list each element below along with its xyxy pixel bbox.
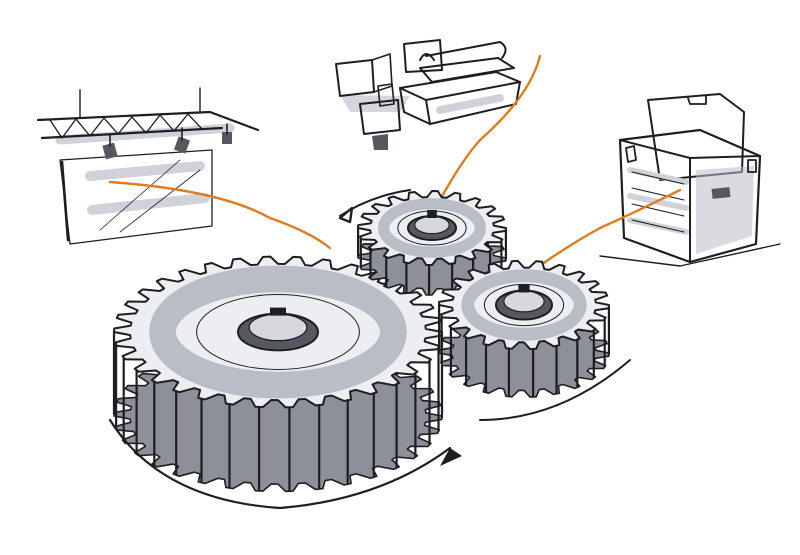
stage-light — [173, 127, 191, 154]
right-small-gear — [438, 259, 610, 398]
material-blocks — [335, 39, 521, 150]
truss-stage-lights — [36, 87, 260, 245]
stage-light — [222, 123, 232, 144]
orange-connectors — [108, 54, 682, 282]
large-gear — [112, 255, 444, 493]
motion-arrows — [108, 189, 631, 510]
flight-cases — [599, 93, 781, 267]
stage-light — [102, 133, 118, 160]
